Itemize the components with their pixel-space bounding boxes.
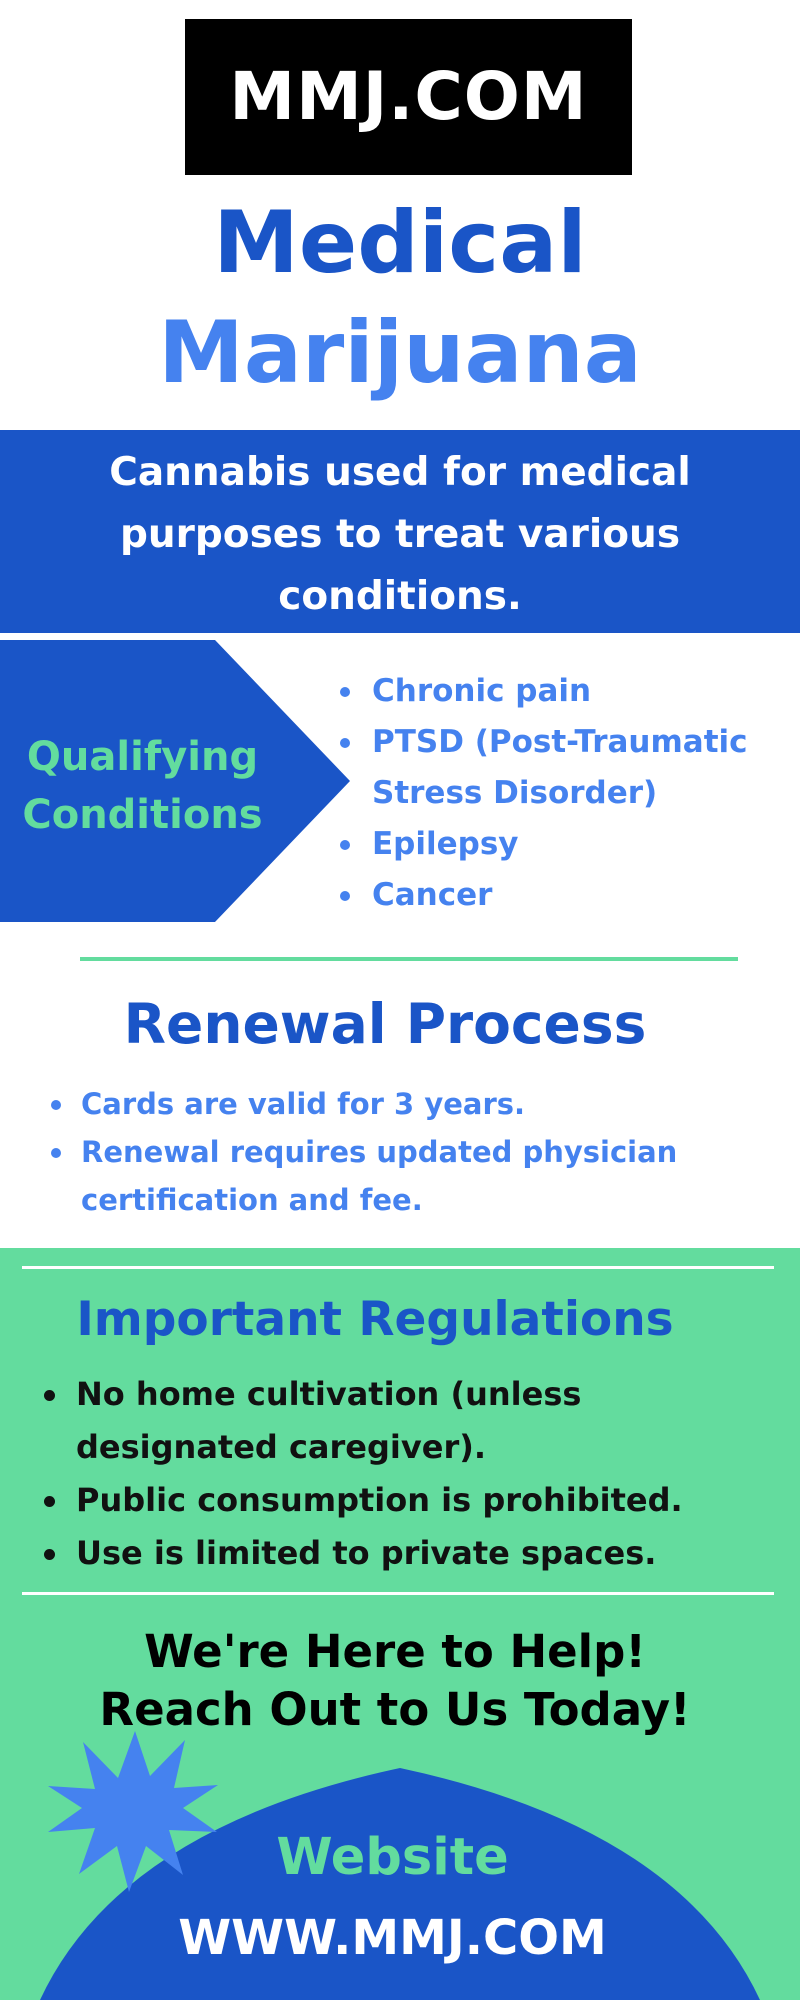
section-divider: [22, 1592, 774, 1595]
help-heading-line-1: We're Here to Help!: [144, 1625, 646, 1678]
website-url-link[interactable]: WWW.MMJ.COM: [178, 1910, 607, 1966]
help-heading-line-2: Reach Out to Us Today!: [99, 1683, 691, 1736]
section-divider: [22, 1266, 774, 1269]
list-item: Public consumption is prohibited.: [38, 1474, 758, 1527]
logo-text: MMJ.COM: [229, 58, 588, 135]
definition-text: Cannabis used for medical purposes to tr…: [109, 450, 691, 619]
contact-decoration: [40, 1731, 760, 2000]
renewal-list: Cards are valid for 3 years. Renewal req…: [45, 1080, 765, 1224]
regulations-list: No home cultivation (unless designated c…: [38, 1368, 758, 1580]
list-item: Cards are valid for 3 years.: [45, 1080, 765, 1128]
list-item: PTSD (Post-Traumatic Stress Disorder): [335, 717, 775, 819]
list-item: Use is limited to private spaces.: [38, 1527, 758, 1580]
page-title-line-2: Marijuana: [158, 303, 642, 403]
definition-band: Cannabis used for medical purposes to tr…: [0, 430, 800, 633]
qualifying-conditions-label: Qualifying Conditions: [22, 734, 263, 838]
regulations-section: Important Regulations No home cultivatio…: [0, 1248, 800, 2000]
regulations-heading: Important Regulations: [76, 1292, 674, 1347]
list-item: Epilepsy: [335, 819, 775, 870]
website-label: Website: [276, 1828, 509, 1887]
contact-dome-shape: [40, 1768, 760, 2000]
page-title-line-1: Medical: [213, 193, 587, 293]
list-item: Cancer: [335, 870, 775, 921]
qualifying-arrow-shape: [0, 640, 350, 922]
conditions-list: Chronic pain PTSD (Post-Traumatic Stress…: [335, 666, 775, 921]
starburst-icon: [48, 1731, 218, 1892]
list-item: No home cultivation (unless designated c…: [38, 1368, 758, 1474]
logo: MMJ.COM: [185, 19, 632, 175]
list-item: Renewal requires updated physician certi…: [45, 1128, 765, 1224]
list-item: Chronic pain: [335, 666, 775, 717]
renewal-heading: Renewal Process: [123, 992, 647, 1056]
section-divider: [80, 957, 738, 961]
